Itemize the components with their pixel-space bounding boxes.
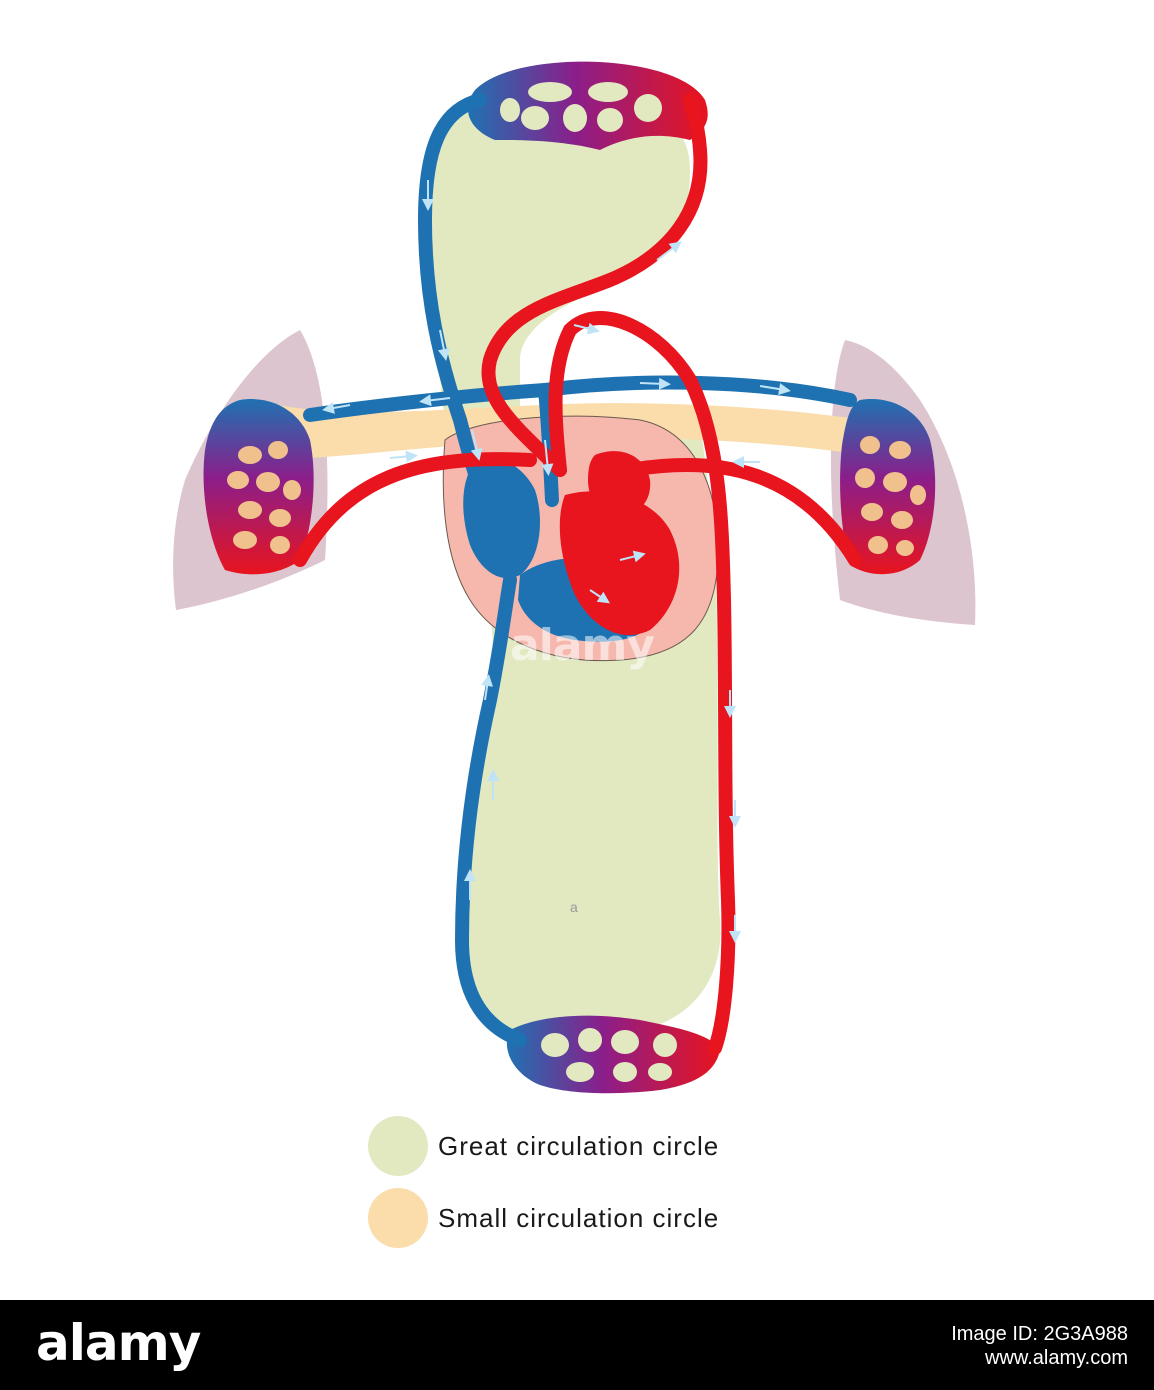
- right-atrium: [463, 459, 540, 579]
- bottom-capillary-bed: [506, 1015, 720, 1094]
- right-lung-islands: [855, 436, 926, 556]
- arteries: [293, 93, 862, 1055]
- legend-item-great: Great circulation circle: [368, 1110, 968, 1182]
- left-ventricle: [559, 491, 680, 636]
- small-mark: a: [570, 899, 578, 915]
- legend-item-small: Small circulation circle: [368, 1182, 968, 1254]
- top-capillary-islands: [500, 82, 662, 132]
- image-id: Image ID: 2G3A988: [951, 1323, 1128, 1345]
- legend-label-great: Great circulation circle: [438, 1130, 720, 1161]
- legend-label-small: Small circulation circle: [438, 1202, 720, 1233]
- left-lung-islands: [227, 441, 301, 554]
- watermark: alamy: [510, 620, 655, 671]
- great-circle-swatch: [368, 1116, 428, 1176]
- flow-arrows: [322, 180, 791, 943]
- image-id-block: Image ID: 2G3A988 www.alamy.com: [951, 1322, 1128, 1370]
- circulation-diagram: a: [173, 61, 976, 1094]
- legend: Great circulation circle Small circulati…: [368, 1110, 968, 1254]
- small-circle-swatch: [368, 1188, 428, 1248]
- bottom-capillary-islands: [541, 1028, 677, 1082]
- site-url: www.alamy.com: [985, 1347, 1128, 1369]
- alamy-logo: alamy: [36, 1314, 201, 1372]
- footer-bar: alamy Image ID: 2G3A988 www.alamy.com: [0, 1300, 1154, 1390]
